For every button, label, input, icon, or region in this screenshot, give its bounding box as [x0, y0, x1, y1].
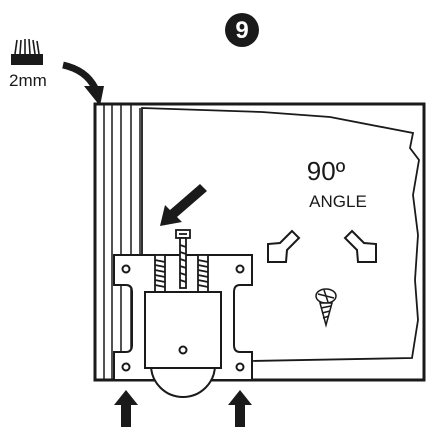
step-number: 9: [235, 17, 248, 44]
angle-value: 90º: [307, 156, 346, 186]
screw-icon: [315, 288, 337, 328]
angle-arrow-left: [267, 229, 301, 263]
threaded-rods: [154, 254, 209, 294]
adjustment-screw: [175, 229, 191, 289]
angle-label: ANGLE: [309, 192, 367, 211]
brush-strip-icon: [11, 38, 43, 65]
curved-arrow: [62, 61, 104, 106]
roller-wheel: [144, 291, 222, 398]
up-arrow-left: [114, 390, 138, 427]
step-badge: 9: [225, 13, 259, 47]
push-arrow: [160, 184, 207, 226]
angle-arrow-right: [343, 229, 377, 263]
brush-size-label: 2mm: [9, 71, 47, 90]
up-arrow-right: [228, 390, 252, 427]
